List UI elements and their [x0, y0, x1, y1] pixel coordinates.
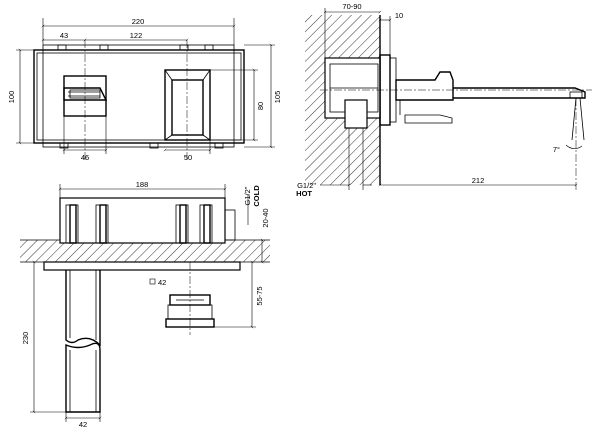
dim-center-distance: 122 [130, 31, 143, 40]
front-view: 220 43 122 100 105 80 46 50 [7, 17, 282, 162]
front-wall-box [42, 44, 235, 148]
top-plate [43, 261, 241, 271]
hot-inlet-size: G1/2" [297, 181, 316, 190]
dim-projection: 212 [472, 176, 485, 185]
top-view: 188 G1/2" COLD 20-40 55-75 42 230 42 [20, 180, 270, 429]
side-view: 70-90 10 G1/2" HOT 212 7° [296, 2, 592, 198]
front-plate-inner [36, 52, 242, 141]
side-inlet [344, 99, 368, 129]
front-spout [164, 69, 211, 141]
side-spout [395, 71, 586, 124]
dim-lever-width: 46 [81, 153, 89, 162]
dim-body-width: 188 [136, 180, 149, 189]
dim-height-total: 100 [7, 91, 16, 104]
front-top-nubs [57, 44, 224, 149]
dim-spout-height: 80 [256, 102, 265, 110]
dim-overall-width: 220 [132, 17, 145, 26]
dim-height-range: 55-75 [255, 286, 264, 305]
square-symbol-icon [149, 278, 156, 285]
cold-label: COLD [252, 185, 261, 207]
top-body [59, 197, 226, 244]
top-spout [65, 270, 101, 413]
cold-inlet-size: G1/2" [243, 186, 252, 205]
dim-depth-range: 20-40 [261, 208, 270, 227]
dim-square-size: 42 [158, 278, 166, 287]
top-wall-hatch [20, 240, 270, 262]
dim-spout-width-bottom: 42 [79, 420, 87, 429]
hot-label: HOT [296, 189, 312, 198]
dim-spout-length: 230 [21, 332, 30, 345]
dim-wall-range: 70-90 [342, 2, 361, 11]
top-body-details [65, 204, 236, 244]
dim-spout-width: 50 [184, 153, 192, 162]
spout-angle: 7° [553, 145, 560, 154]
dim-left-offset: 43 [60, 31, 68, 40]
front-plate-outline [33, 49, 245, 144]
dim-plate-height: 105 [273, 91, 282, 104]
dim-plate-thickness: 10 [395, 11, 403, 20]
